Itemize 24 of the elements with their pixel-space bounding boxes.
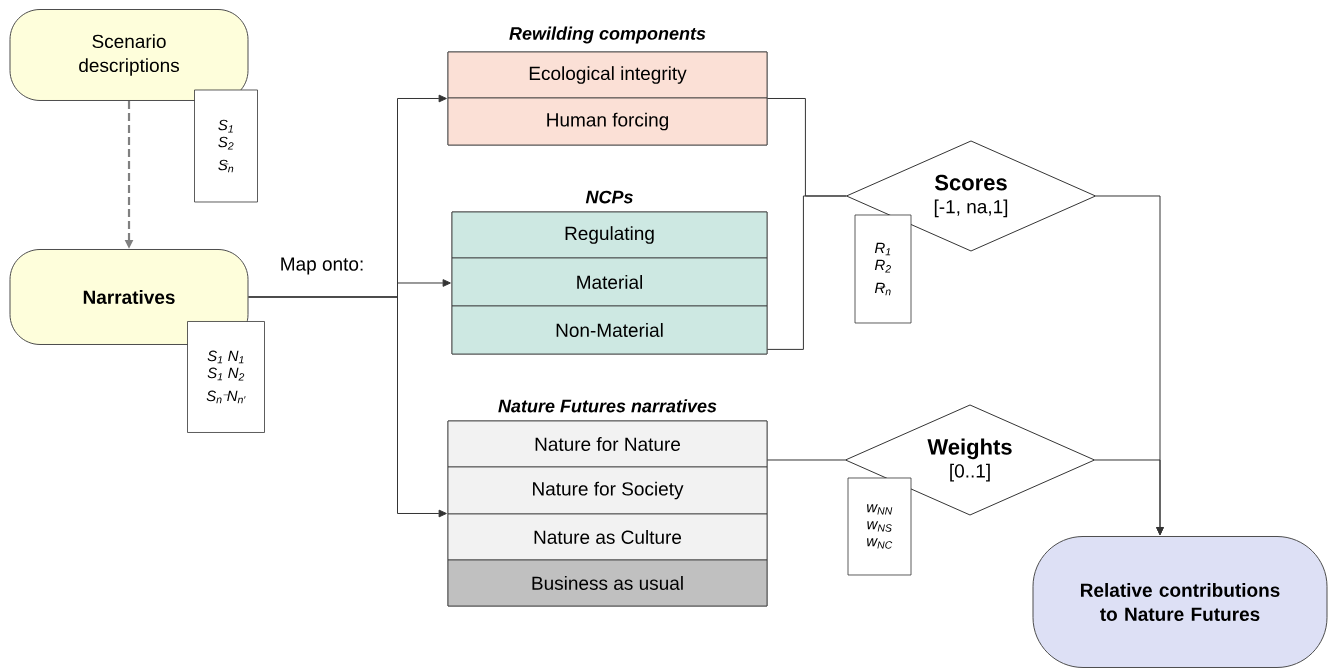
table-row: Nature as Culture	[447, 513, 768, 561]
table-row: Non-Material	[451, 305, 768, 355]
notation-box: w$_{NN}$ w$_{NS}$ w$_{NC}$	[847, 477, 912, 576]
notation-box: S$_{1}$ S$_{2}$ S$_{n}$	[194, 89, 258, 203]
connector	[1094, 459, 1164, 536]
rounded-box: Scenario descriptions	[9, 9, 249, 101]
notation-box: R$_{1}$ R$_{2}$ R$_{n}$	[854, 214, 912, 324]
table-heading: Rewilding components	[509, 26, 706, 44]
rounded-box: Relative contributions to Nature Futures	[1032, 536, 1328, 668]
table-row: Material	[451, 257, 768, 307]
table-row: Human forcing	[447, 97, 768, 146]
table-row: Nature for Nature	[447, 420, 768, 468]
connector	[248, 296, 447, 518]
table-row: Nature for Society	[447, 466, 768, 515]
table-heading: Nature Futures narratives	[498, 399, 717, 413]
edge-label: Map onto:	[277, 255, 367, 277]
rounded-box: Narratives	[9, 249, 249, 345]
table-heading: NCPs	[585, 190, 633, 204]
notation-box: S$_{1}$ N$_{1}$ S$_{1}$ N$_{2}$ S$_{n}$ N$_{n′}$	[187, 321, 265, 433]
table-row: Regulating	[451, 211, 768, 259]
connector	[766, 195, 847, 350]
connector	[766, 459, 846, 461]
table-row: Ecological integrity	[447, 51, 768, 99]
table-row: Business as usual	[447, 559, 768, 607]
